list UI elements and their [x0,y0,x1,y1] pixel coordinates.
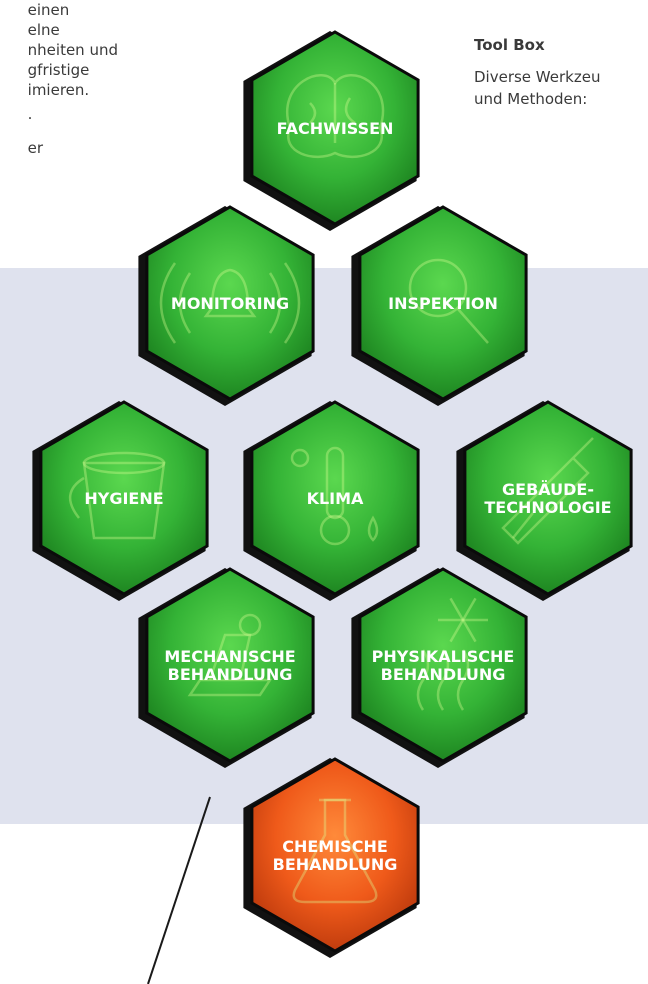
tool-box-title: Tool Box [474,36,545,54]
hexagon-label: GEBÄUDE- [502,480,594,499]
hexagon-label: BEHANDLUNG [273,855,398,874]
hexagon-monitoring: MONITORING [138,205,315,406]
hexagon-label: HYGIENE [84,489,163,508]
hexagon-label: BEHANDLUNG [168,665,293,684]
hexagon-shape [39,400,209,596]
flask-icon [292,798,378,904]
bell-icon [159,262,301,344]
thermometer-icon [290,446,379,546]
intro-line: nheiten und [27,41,118,59]
intro-text: einen elne nheiten und gfristige imieren… [28,0,118,158]
tool-box-description: Diverse Werkzeu und Methoden: [474,66,600,110]
pointer-line [147,796,211,984]
caulking-gun-icon [501,437,594,545]
intro-line: . [27,105,33,123]
hexagon-fachwissen: FACHWISSEN [243,30,420,231]
bucket-icon [69,451,166,540]
intro-line: er [27,139,44,157]
tool-box-description-line: und Methoden: [474,90,588,108]
hexagon-label: KLIMA [307,489,364,508]
intro-line: gfristige [27,61,90,79]
hexagon-label: FACHWISSEN [277,119,394,138]
intro-line: imieren. [27,81,90,99]
hexagon-shape [463,400,633,596]
hexagon-label: MONITORING [171,294,289,313]
hexagon-label: PHYSIKALISCHE [372,647,515,666]
hexagon-shape [145,205,315,401]
hexagon-shape [250,30,420,226]
hexagon-shape [358,205,528,401]
hexagon-label: INSPEKTION [388,294,498,313]
brain-icon [286,74,385,158]
magnifier-icon [408,258,489,344]
intro-line: elne [27,21,60,39]
hexagon-hygiene: HYGIENE [32,400,209,601]
tool-box-description-line: Diverse Werkzeu [474,68,601,86]
hexagon-inspektion: INSPEKTION [351,205,528,406]
hexagon-label: CHEMISCHE [282,837,388,856]
snowflake-heat-icon [416,597,488,711]
hexagon-shape [358,567,528,763]
hexagon-shape [145,567,315,763]
intro-line: einen [27,1,70,19]
hexagon-shape [250,400,420,596]
hexagon-klima: KLIMA [243,400,420,601]
sander-icon [187,613,273,697]
hexagon-label: MECHANISCHE [164,647,295,666]
hexagon-shape [250,757,420,953]
hexagon-label: BEHANDLUNG [381,665,506,684]
hexagon-label: TECHNOLOGIE [484,498,611,517]
hexagon-gebaeudetechnologie: GEBÄUDE-TECHNOLOGIE [456,400,633,601]
